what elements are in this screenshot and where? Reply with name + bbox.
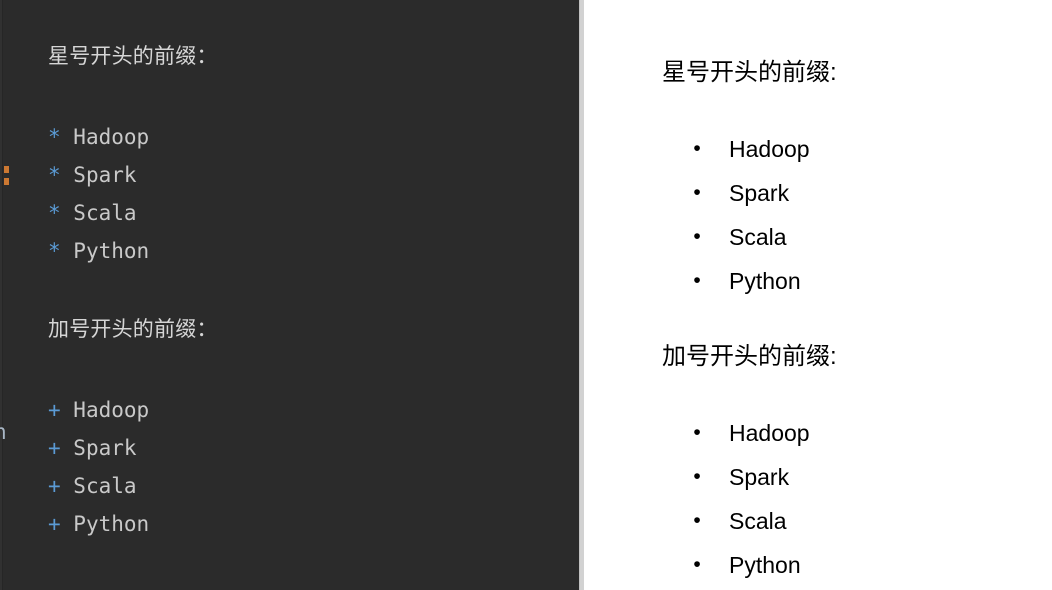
source-marker-plus: + <box>48 398 74 422</box>
pane-splitter[interactable] <box>579 0 584 590</box>
clipped-glyph-fragment-2 <box>4 178 9 185</box>
preview-list-item: • Scala <box>693 499 810 543</box>
source-list-item: * Scala <box>48 194 149 232</box>
source-marker-plus: + <box>48 436 74 460</box>
editor-text-area[interactable]: 星号开头的前缀： * Hadoop * Spark * Scala * Pyth… <box>48 0 579 590</box>
preview-list-item: • Spark <box>693 455 810 499</box>
source-list-item: + Python <box>48 505 149 543</box>
source-marker-plus: + <box>48 512 74 536</box>
source-marker-asterisk: * <box>48 239 74 263</box>
source-item-text: Spark <box>73 163 137 187</box>
source-heading-asterisk: 星号开头的前缀： <box>48 44 218 68</box>
source-marker-plus: + <box>48 474 74 498</box>
clipped-glyph-fragment-1 <box>4 166 9 173</box>
preview-list-asterisk: • Hadoop • Spark • Scala • Python <box>662 127 810 303</box>
bullet-icon: • <box>693 509 701 532</box>
preview-item-text: Python <box>729 268 801 294</box>
source-heading-plus: 加号开头的前缀： <box>48 317 218 341</box>
editor-left-gutter <box>0 0 3 590</box>
preview-heading-asterisk: 星号开头的前缀: <box>662 59 837 86</box>
source-marker-asterisk: * <box>48 163 74 187</box>
source-list-item: * Hadoop <box>48 118 149 156</box>
preview-content: 星号开头的前缀: • Hadoop • Spark • Scala • Python 加… <box>662 0 1052 590</box>
preview-item-text: Scala <box>729 508 787 534</box>
source-list-item: * Spark <box>48 156 149 194</box>
bullet-icon: • <box>693 269 701 292</box>
source-item-text: Hadoop <box>73 125 150 149</box>
source-marker-asterisk: * <box>48 201 74 225</box>
preview-item-text: Scala <box>729 224 787 250</box>
source-item-text: Python <box>73 239 150 263</box>
clipped-left-character: n <box>0 420 7 444</box>
source-list-plus: + Hadoop + Spark + Scala + Python <box>48 391 149 543</box>
source-list-item: + Spark <box>48 429 149 467</box>
source-list-item: + Hadoop <box>48 391 149 429</box>
markdown-source-editor[interactable]: n 星号开头的前缀： * Hadoop * Spark * Scala * Py… <box>0 0 579 590</box>
preview-item-text: Hadoop <box>729 136 810 162</box>
source-list-asterisk: * Hadoop * Spark * Scala * Python <box>48 118 149 270</box>
bullet-icon: • <box>693 225 701 248</box>
source-item-text: Scala <box>73 201 137 225</box>
preview-list-item: • Python <box>693 543 810 587</box>
source-list-item: * Python <box>48 232 149 270</box>
bullet-icon: • <box>693 181 701 204</box>
preview-heading-plus: 加号开头的前缀: <box>662 343 837 370</box>
preview-item-text: Hadoop <box>729 420 810 446</box>
preview-item-text: Python <box>729 552 801 578</box>
source-item-text: Python <box>73 512 150 536</box>
source-item-text: Hadoop <box>73 398 150 422</box>
preview-item-text: Spark <box>729 180 790 206</box>
preview-list-item: • Python <box>693 259 810 303</box>
bullet-icon: • <box>693 465 701 488</box>
preview-list-item: • Spark <box>693 171 810 215</box>
source-item-text: Scala <box>73 474 137 498</box>
bullet-icon: • <box>693 553 701 576</box>
preview-list-plus: • Hadoop • Spark • Scala • Python <box>662 411 810 587</box>
source-item-text: Spark <box>73 436 137 460</box>
source-marker-asterisk: * <box>48 125 74 149</box>
markdown-preview: 星号开头的前缀: • Hadoop • Spark • Scala • Python 加… <box>584 0 1052 590</box>
preview-list-item: • Hadoop <box>693 127 810 171</box>
preview-list-item: • Scala <box>693 215 810 259</box>
preview-list-item: • Hadoop <box>693 411 810 455</box>
bullet-icon: • <box>693 137 701 160</box>
source-list-item: + Scala <box>48 467 149 505</box>
bullet-icon: • <box>693 421 701 444</box>
preview-item-text: Spark <box>729 464 790 490</box>
